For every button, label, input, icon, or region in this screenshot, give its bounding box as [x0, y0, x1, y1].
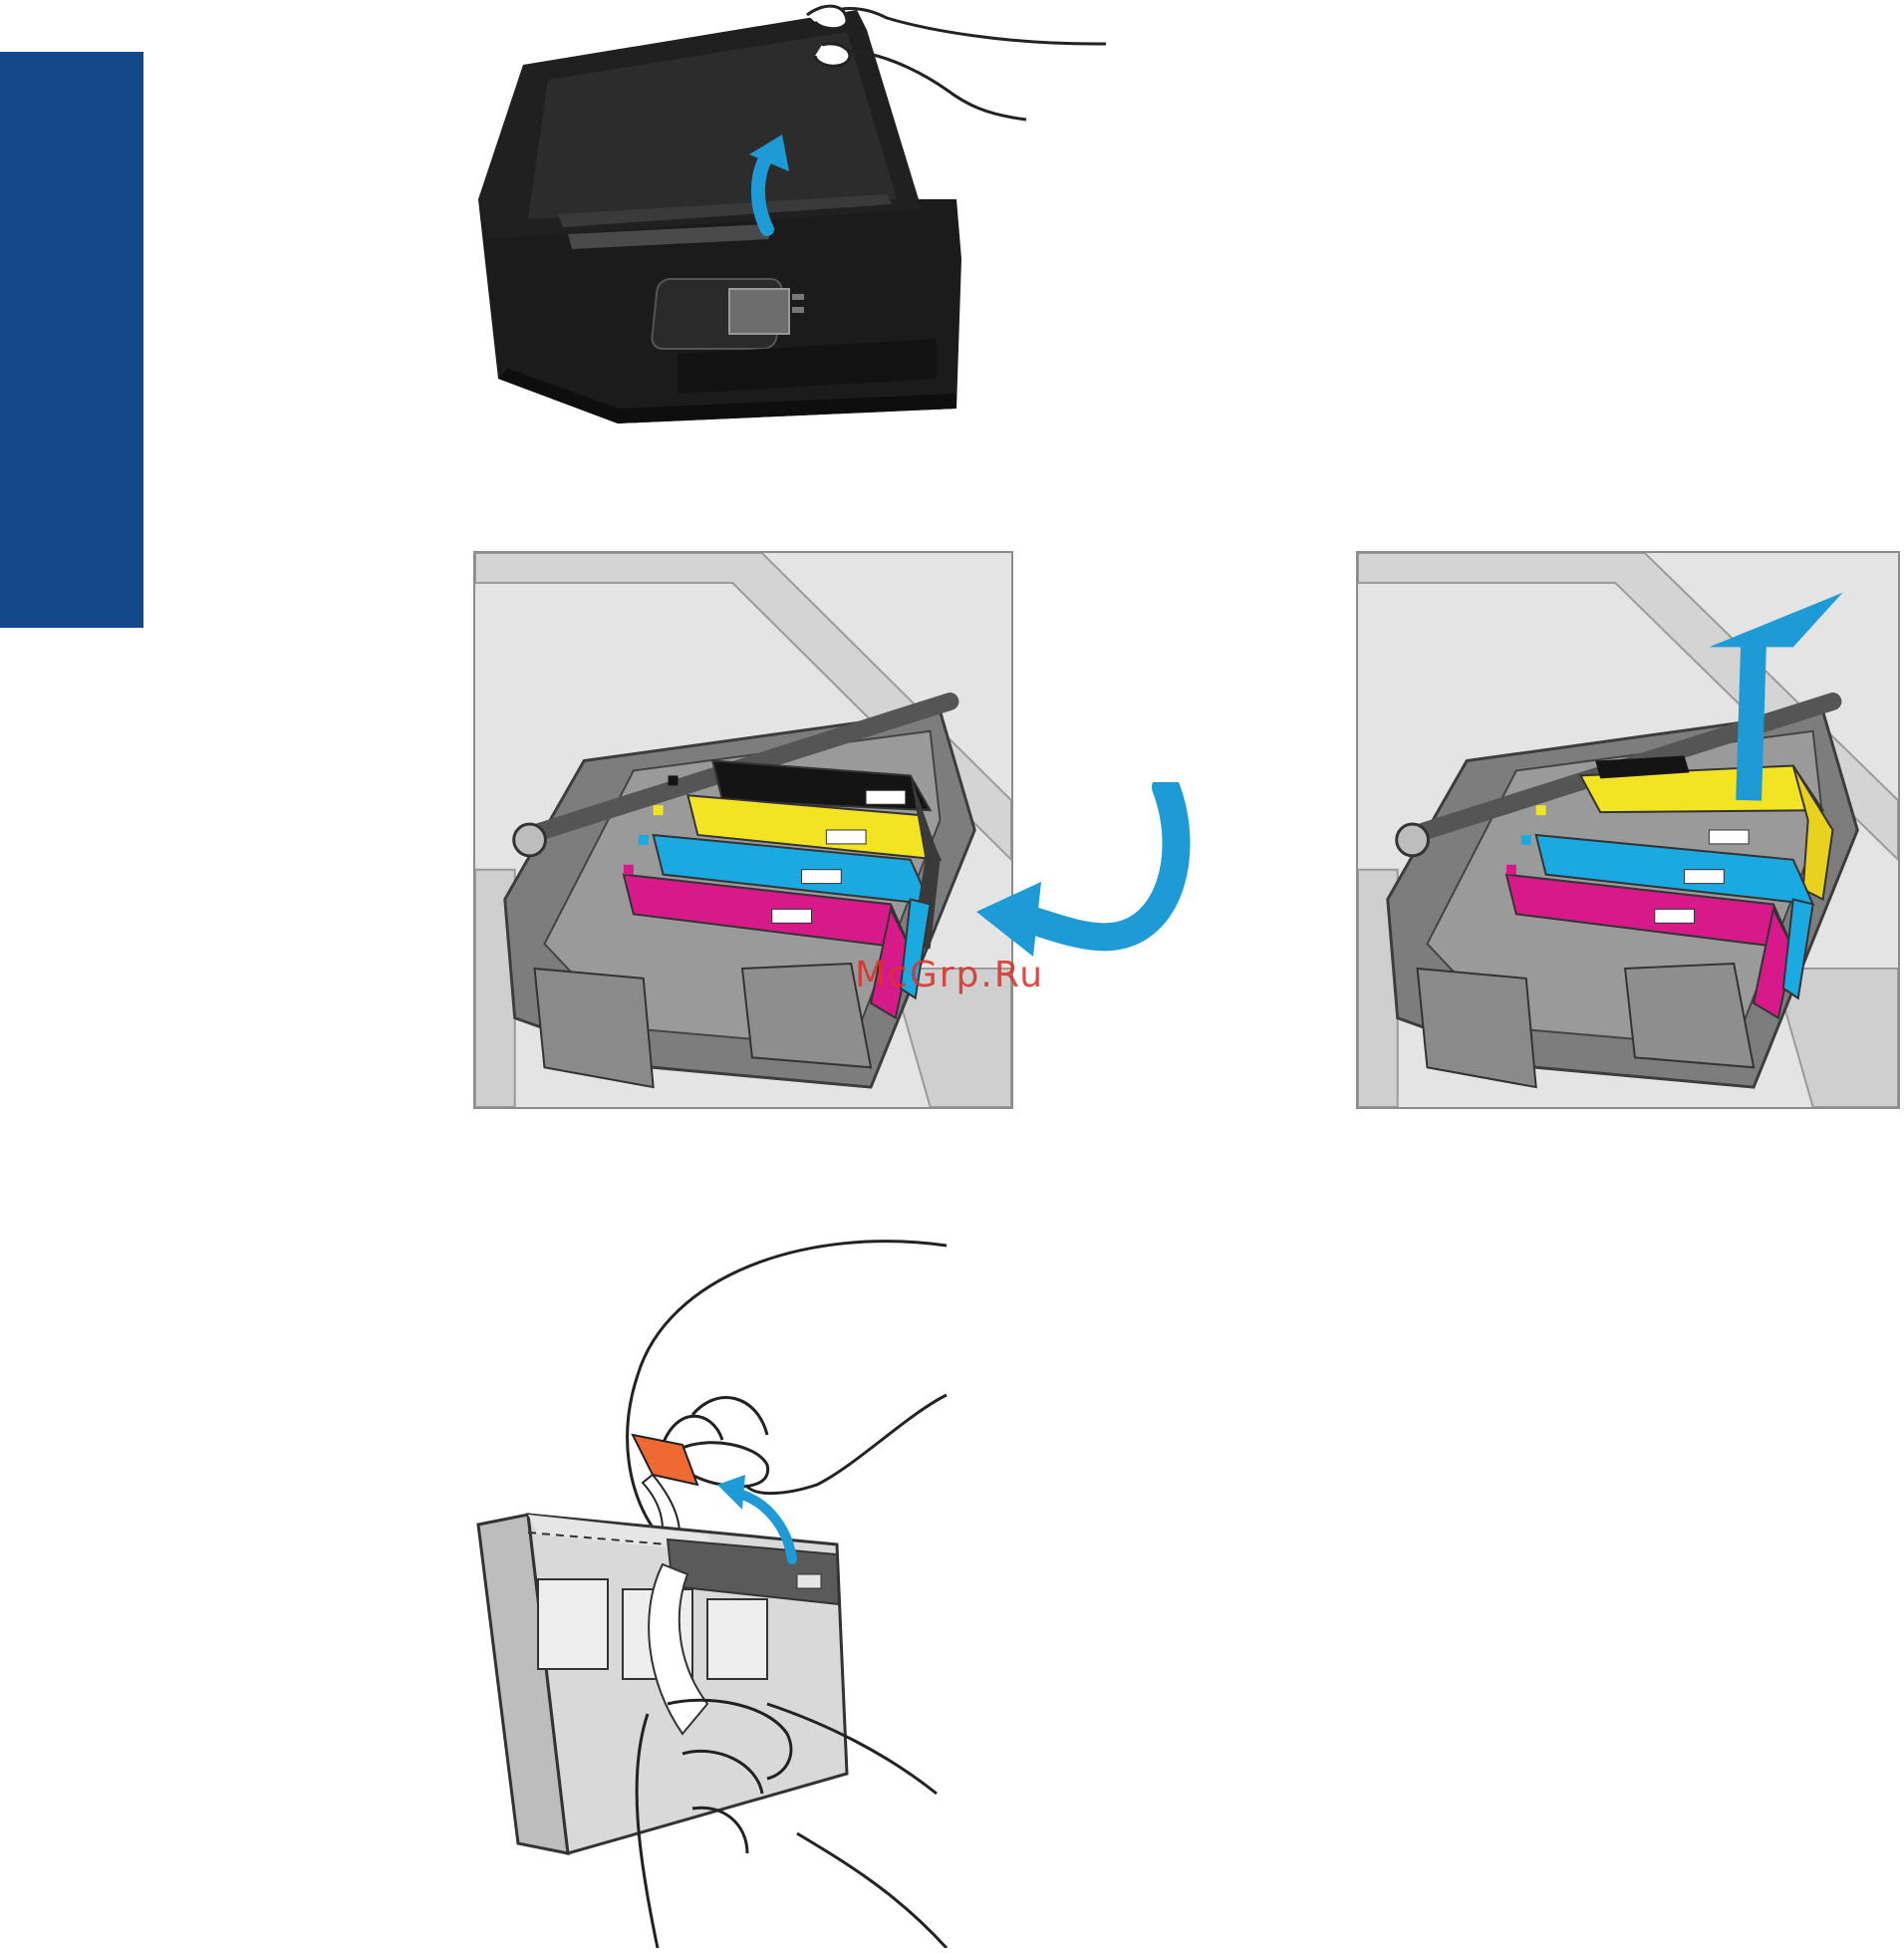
printer-open-lid-illustration	[468, 0, 1116, 428]
curved-peel-arrow-icon	[717, 1475, 797, 1564]
carriage-remove-cartridge-panel	[1356, 551, 1900, 1109]
section-tab	[0, 52, 143, 628]
push-arrow	[971, 782, 1191, 962]
watermark: McGrp.Ru	[855, 955, 1045, 995]
curved-push-arrow-icon	[976, 782, 1191, 957]
curved-up-arrow-icon	[749, 135, 789, 236]
carriage-press-tab-panel	[473, 551, 1013, 1109]
remove-tape-illustration	[468, 1236, 986, 1948]
